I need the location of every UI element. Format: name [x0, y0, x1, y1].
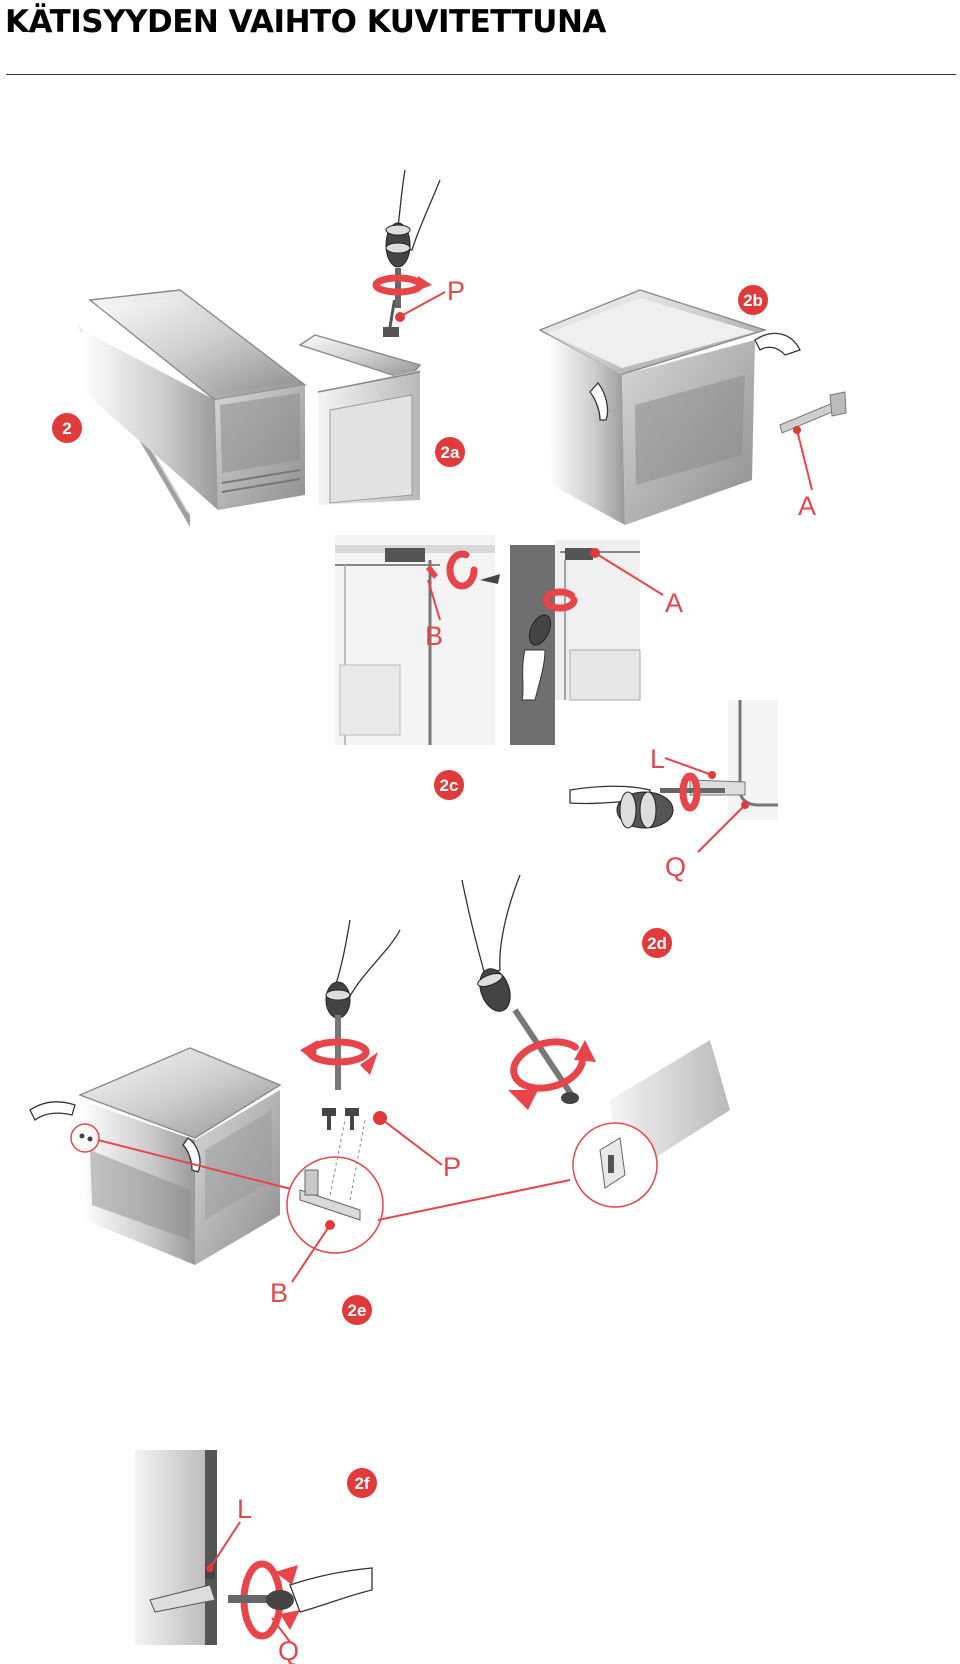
figure-2f-detail — [135, 1450, 373, 1645]
title-divider — [6, 74, 956, 75]
label-p-bottom: P — [443, 1152, 461, 1182]
figure-2e-hinge-zoom — [286, 1119, 571, 1283]
label-q-bottom: Q — [278, 1636, 299, 1664]
label-q-mid: Q — [665, 852, 686, 882]
figure-2e-appliance — [29, 1047, 296, 1265]
svg-text:2b: 2b — [743, 291, 763, 310]
figure-2e-screwdriver — [300, 919, 443, 1166]
label-b-mid: B — [425, 621, 443, 651]
label-b-bottom: B — [270, 1278, 288, 1308]
svg-text:2c: 2c — [440, 776, 459, 795]
badge-2: 2 — [52, 413, 82, 443]
badge-2a: 2a — [435, 437, 465, 467]
badge-2f: 2f — [347, 1468, 377, 1498]
label-a-mid: A — [665, 588, 683, 618]
figure-2b-cabinet — [538, 289, 847, 525]
label-p-top: P — [447, 276, 465, 306]
svg-text:2d: 2d — [647, 934, 667, 953]
badge-2c: 2c — [434, 770, 464, 800]
figure-2a-cabinet — [298, 169, 446, 505]
page-title: KÄTISYYDEN VAIHTO KUVITETTUNA — [5, 4, 606, 40]
figure-2-appliance — [78, 289, 307, 527]
label-a-right: A — [798, 491, 816, 521]
figure-2d-door-hinge — [461, 874, 730, 1208]
figure-2c-bottom-hinge — [569, 700, 778, 853]
badge-2b: 2b — [738, 285, 768, 315]
label-l-mid: L — [650, 744, 665, 774]
svg-text:2a: 2a — [441, 443, 460, 462]
svg-text:2f: 2f — [354, 1474, 369, 1493]
label-l-bottom: L — [237, 1494, 252, 1524]
svg-text:2: 2 — [62, 419, 71, 438]
figure-2c-detail — [335, 535, 664, 745]
badge-2e: 2e — [342, 1295, 372, 1325]
svg-text:2e: 2e — [348, 1301, 367, 1320]
badge-2d: 2d — [642, 928, 672, 958]
